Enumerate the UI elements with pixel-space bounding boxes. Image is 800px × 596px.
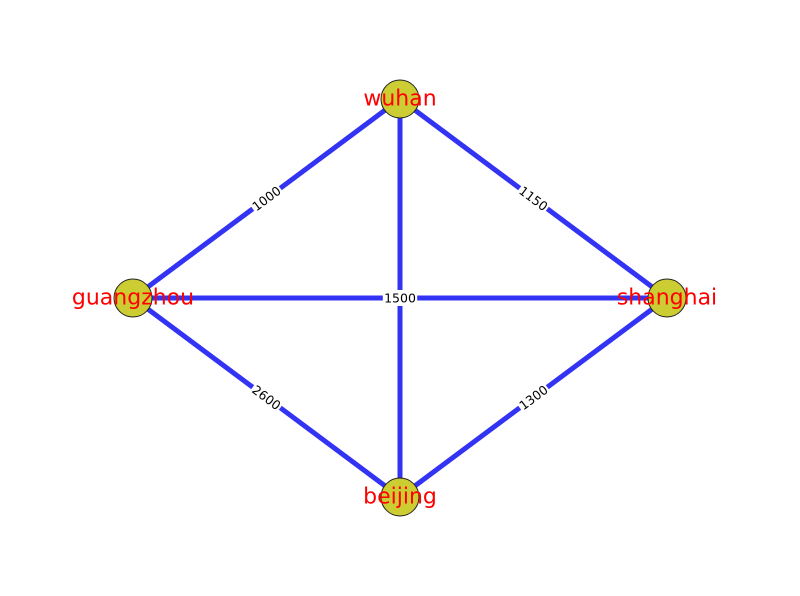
node-label-beijing: beijing [363, 485, 437, 510]
edge-label-guangzhou-shanghai: 1500 [382, 290, 418, 306]
edge-label-background [247, 380, 286, 415]
node-beijing [380, 477, 420, 517]
node-label-guangzhou: guangzhou [72, 286, 194, 311]
edge-label-background [247, 181, 286, 216]
node-label-shanghai: shanghai [617, 286, 717, 311]
edge-label-background [382, 290, 418, 306]
nodes-layer [113, 79, 687, 517]
node-shanghai [647, 278, 687, 318]
edge-label-background [514, 380, 553, 415]
edge-label-background [514, 181, 553, 216]
node-labels-layer: wuhan guangzhou shanghai beijing [72, 87, 717, 510]
node-wuhan [380, 79, 420, 119]
node-label-wuhan: wuhan [363, 87, 436, 112]
edge-weight-label: 1500 [384, 291, 416, 306]
node-guangzhou [113, 278, 153, 318]
